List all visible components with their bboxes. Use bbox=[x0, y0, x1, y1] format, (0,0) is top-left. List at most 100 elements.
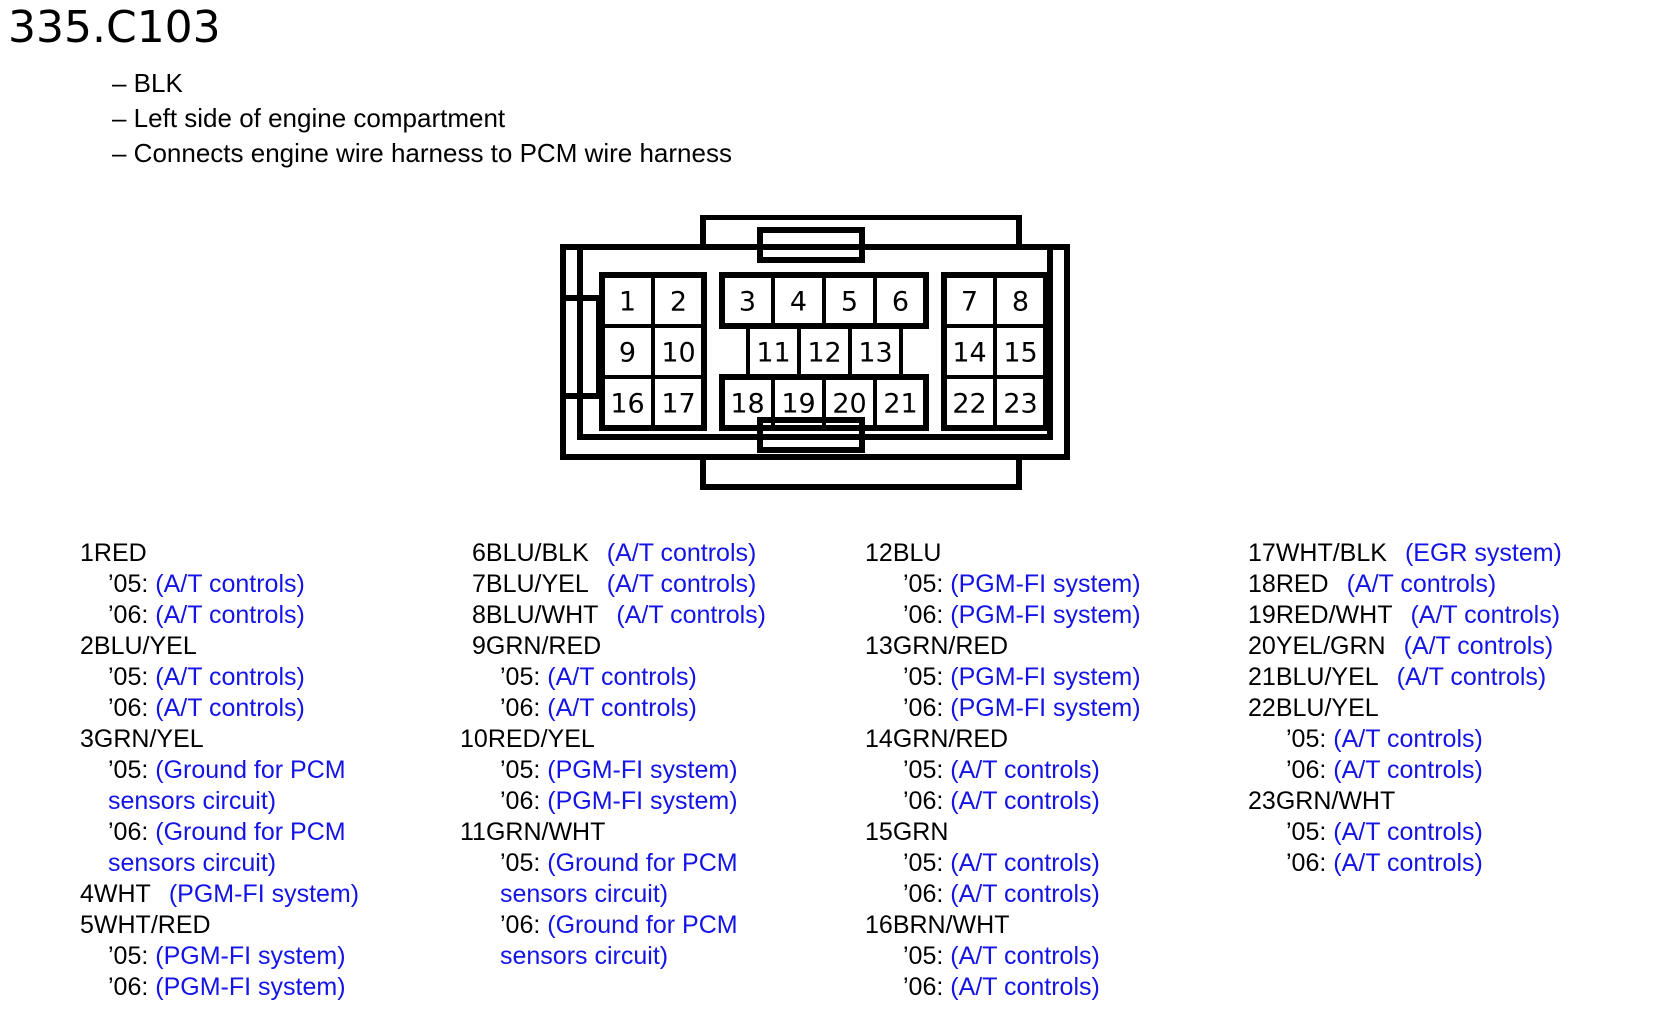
pin-wire-label: 22BLU/YEL bbox=[1248, 693, 1562, 724]
wire-color: BLU/WHT bbox=[485, 601, 599, 629]
pin-number-label: 17 bbox=[661, 389, 695, 420]
pin-number: 10 bbox=[460, 725, 488, 753]
system-name: (A/T controls) bbox=[616, 601, 766, 629]
pin-system-line: sensors circuit) bbox=[80, 848, 359, 879]
pin-wire-label: 11GRN/WHT bbox=[460, 817, 766, 848]
wire-color: GRN/YEL bbox=[93, 725, 204, 753]
pin-system-line: ’06: (A/T controls) bbox=[865, 786, 1141, 817]
wire-color: GRN/RED bbox=[892, 632, 1009, 660]
system-name: (PGM-FI system) bbox=[950, 694, 1141, 722]
pin-wire-label: 6BLU/BLK(A/T controls) bbox=[472, 538, 766, 569]
wire-color: GRN/RED bbox=[485, 632, 602, 660]
pin-system-line: ’06: (PGM-FI system) bbox=[865, 600, 1141, 631]
model-year: ’06: bbox=[1286, 849, 1327, 877]
model-year: ’05: bbox=[903, 942, 944, 970]
pin-number-label: 14 bbox=[952, 338, 986, 369]
pin-number: 11 bbox=[460, 818, 486, 846]
wire-color: BLU/YEL bbox=[93, 632, 197, 660]
pin-number: 22 bbox=[1248, 694, 1276, 722]
model-year: ’05: bbox=[108, 570, 149, 598]
model-year: ’05: bbox=[108, 942, 149, 970]
pin-entry-6: 6BLU/BLK(A/T controls) bbox=[472, 538, 766, 569]
wire-column-4: 17WHT/BLK(EGR system) 18RED (A/T controls… bbox=[1248, 538, 1562, 879]
pin-wire-label: 5WHT/RED bbox=[80, 910, 359, 941]
pin-system-line: ’05: (Ground for PCM bbox=[80, 755, 359, 786]
wire-column-2: 6BLU/BLK(A/T controls) 7BLU/YEL(A/T cont… bbox=[460, 538, 766, 972]
pin-entry-2: 2BLU/YEL ’05: (A/T controls) ’06: (A/T c… bbox=[80, 631, 359, 724]
system-name: (A/T controls) bbox=[155, 663, 305, 691]
pin-entry-20: 20YEL/GRN(A/T controls) bbox=[1248, 631, 1562, 662]
system-name: (A/T controls) bbox=[547, 663, 697, 691]
system-name: sensors circuit) bbox=[500, 880, 669, 908]
connector-title: 335.C103 bbox=[8, 2, 221, 53]
system-name: sensors circuit) bbox=[500, 942, 669, 970]
pin-number: 3 bbox=[80, 725, 94, 753]
system-name: (Ground for PCM bbox=[547, 849, 738, 877]
pin-number-label: 11 bbox=[756, 338, 790, 369]
pin-system-line: ’05: (Ground for PCM bbox=[460, 848, 766, 879]
pin-system-line: sensors circuit) bbox=[460, 879, 766, 910]
model-year: ’05: bbox=[903, 756, 944, 784]
pin-number-label: 4 bbox=[790, 287, 807, 318]
pin-entry-13: 13GRN/RED ’05: (PGM-FI system) ’06: (PGM… bbox=[865, 631, 1141, 724]
system-name: (A/T controls) bbox=[950, 942, 1100, 970]
pin-number-label: 9 bbox=[619, 338, 636, 369]
pin-entry-1: 1RED ’05: (A/T controls) ’06: (A/T contr… bbox=[80, 538, 359, 631]
pin-entry-21: 21BLU/YEL(A/T controls) bbox=[1248, 662, 1562, 693]
pin-system-line: ’06: (A/T controls) bbox=[865, 879, 1141, 910]
system-name: (A/T controls) bbox=[1396, 663, 1547, 691]
pin-number: 1 bbox=[80, 539, 94, 567]
system-name: (Ground for PCM bbox=[155, 818, 346, 846]
wire-color: GRN/WHT bbox=[485, 818, 606, 846]
wire-color: WHT bbox=[93, 880, 151, 908]
wire-color: RED/WHT bbox=[1275, 601, 1393, 629]
pin-system-line: ’05: (A/T controls) bbox=[80, 569, 359, 600]
pin-number: 17 bbox=[1248, 539, 1276, 567]
connector-details: – BLK – Left side of engine compartment … bbox=[112, 66, 732, 171]
pin-system-line: ’06: (A/T controls) bbox=[80, 600, 359, 631]
pin-system-line: sensors circuit) bbox=[460, 941, 766, 972]
system-name: (A/T controls) bbox=[606, 570, 757, 598]
system-name: (PGM-FI system) bbox=[547, 787, 738, 815]
system-name: (A/T controls) bbox=[155, 601, 305, 629]
pin-number-label: 6 bbox=[892, 287, 909, 318]
pin-system-line: ’06: (Ground for PCM bbox=[80, 817, 359, 848]
pin-number: 2 bbox=[80, 632, 94, 660]
wire-color: BLU/YEL bbox=[1275, 694, 1379, 722]
center-top-key bbox=[757, 227, 865, 263]
pin-wire-label: 10RED/YEL bbox=[460, 724, 766, 755]
pin-wire-label: 23GRN/WHT bbox=[1248, 786, 1562, 817]
center-bottom-key bbox=[757, 417, 865, 453]
system-name: (PGM-FI system) bbox=[547, 756, 738, 784]
model-year: ’06: bbox=[108, 601, 149, 629]
pin-number: 18 bbox=[1248, 570, 1276, 598]
pin-system-line: ’05: (A/T controls) bbox=[865, 755, 1141, 786]
pin-wire-label: 7BLU/YEL(A/T controls) bbox=[472, 569, 766, 600]
pin-system-line: ’05: (PGM-FI system) bbox=[865, 569, 1141, 600]
model-year: ’06: bbox=[1286, 756, 1327, 784]
model-year: ’05: bbox=[903, 570, 944, 598]
pin-entry-12: 12BLU ’05: (PGM-FI system) ’06: (PGM-FI … bbox=[865, 538, 1141, 631]
pin-entry-17: 17WHT/BLK(EGR system) bbox=[1248, 538, 1562, 569]
pin-number-label: 21 bbox=[883, 389, 917, 420]
system-name: (PGM-FI system) bbox=[950, 663, 1141, 691]
system-name: (PGM-FI system) bbox=[950, 601, 1141, 629]
wire-color: BLU/YEL bbox=[1275, 663, 1379, 691]
pin-entry-16: 16BRN/WHT ’05: (A/T controls) ’06: (A/T … bbox=[865, 910, 1141, 1003]
model-year: ’06: bbox=[108, 818, 149, 846]
pin-system-line: ’05: (A/T controls) bbox=[1248, 724, 1562, 755]
pin-system-line: ’06: (A/T controls) bbox=[1248, 848, 1562, 879]
system-name: (PGM-FI system) bbox=[950, 570, 1141, 598]
pin-number: 19 bbox=[1248, 601, 1276, 629]
system-name: (PGM-FI system) bbox=[168, 880, 360, 908]
pin-wire-label: 13GRN/RED bbox=[865, 631, 1141, 662]
pin-wire-label: 8BLU/WHT(A/T controls) bbox=[472, 600, 766, 631]
wire-color: RED bbox=[1275, 570, 1329, 598]
pin-wire-label: 9GRN/RED bbox=[472, 631, 766, 662]
system-name: (A/T controls) bbox=[1346, 570, 1497, 598]
pin-wire-label: 2BLU/YEL bbox=[80, 631, 359, 662]
pin-cavity-23 bbox=[993, 375, 1048, 430]
pin-wire-label: 4WHT(PGM-FI system) bbox=[80, 879, 359, 910]
model-year: ’06: bbox=[903, 787, 944, 815]
